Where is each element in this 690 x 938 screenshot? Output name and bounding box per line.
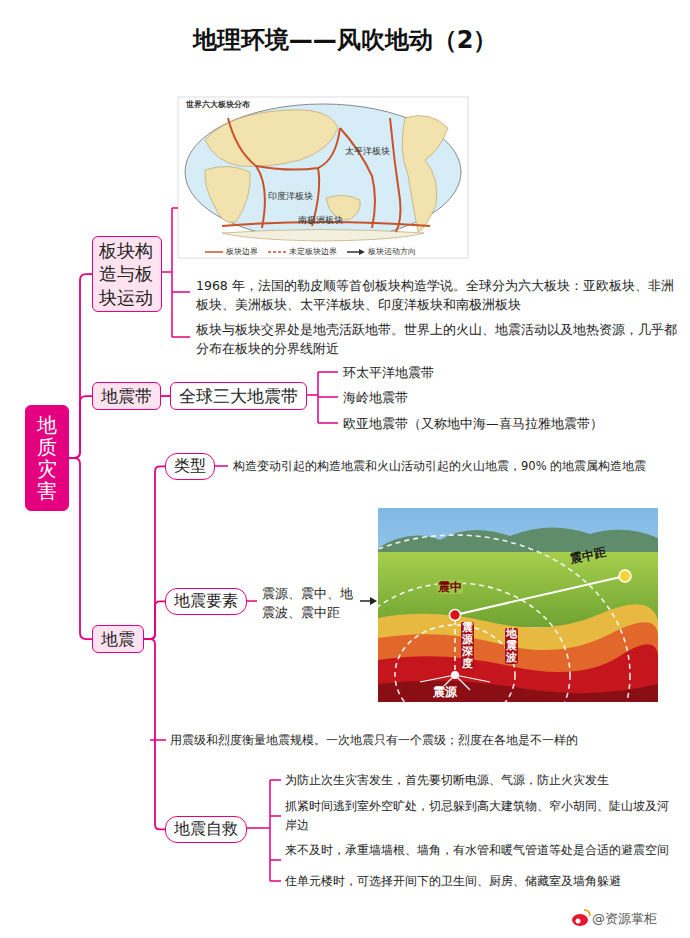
leaf-text: 欧亚地震带（又称地中海—喜马拉雅地震带） [343,414,603,433]
illustration-label: 震中距 [569,545,607,567]
connector [144,639,165,829]
map-label: 印度洋板块 [268,190,313,204]
connector [161,395,170,397]
map-label: 南极洲板块 [298,214,343,228]
connector [69,274,92,458]
note-text: 板块与板块交界处是地壳活跃地带。世界上的火山、地震活动以及地热资源，几乎都分布在… [196,320,681,359]
watermark: @资源掌柜 [592,911,657,927]
sub-box: 类型 [165,453,215,480]
leaf-text: 环太平洋地震带 [343,363,434,382]
legend: 板块边界 未定板块边界 板块运动方向 [205,246,416,257]
legend-item: 板块边界 [205,246,258,257]
node-text: 地震要素 [174,591,238,612]
earthquake-illustration [378,508,658,702]
note-text: 为防止次生灾害发生，首先要切断电源、气源，防止火灾发生 [285,771,680,790]
connector [144,601,165,639]
node-text: 类型 [174,456,206,477]
branch-box: 板块构造与板块运动 [92,236,162,312]
legend-item: 未定板块边界 [268,246,337,257]
legend-sample [268,249,286,255]
connector [144,466,165,639]
legend-sample [205,249,223,255]
legend-item: 板块运动方向 [347,246,416,257]
map-label: 太平洋板块 [345,145,390,159]
illustration-label: 震中 [437,580,463,594]
plate-map [178,97,468,258]
legend-sample [347,249,365,255]
map-title: 世界六大板块分布 [186,99,250,111]
legend-text: 未定板块边界 [289,246,337,257]
note-text: 抓紧时间逃到室外空旷处，切忌躲到高大建筑物、窄小胡同、陡山坡及河岸边 [285,797,680,834]
legend-text: 板块运动方向 [368,246,416,257]
branch-box: 地震 [92,625,144,653]
note-text: 构造变动引起的构造地震和火山活动引起的火山地震，90% 的地震属构造地震 [233,458,683,476]
sub-box: 地震要素 [165,588,247,615]
node-text: 板块构造与板块运动 [99,239,155,309]
connector [69,396,92,458]
pointer-arrow [360,597,377,605]
node-text: 地震带 [101,385,152,407]
legend-text: 板块边界 [226,246,258,257]
page-title: 地理环境——风吹地动（2） [0,24,690,56]
leaf-text: 海岭地震带 [343,388,408,407]
note-text: 来不及时，承重墙墙根、墙角，有水管和暖气管道等处是合适的避震空间 [285,841,680,860]
note-text: 用震级和烈度衡量地震规模。一次地震只有一个震级；烈度在各地是不一样的 [170,731,578,750]
note-text: 1968 年，法国的勒皮顺等首创板块构造学说。全球分为六大板块：亚欧板块、非洲板… [196,276,681,315]
node-text: 地质灾害 [37,414,57,502]
illustration-label: 震源深度 [461,622,474,670]
node-text: 地震自救 [174,819,238,840]
illustration-label: 地震波 [505,628,518,664]
illustration-label: 震源 [432,686,458,700]
note-text: 住单元楼时，可选择开间下的卫生间、厨房、储藏室及墙角躲避 [285,872,680,891]
sub-box: 全球三大地震带 [170,382,307,410]
node-text: 全球三大地震带 [179,385,298,407]
root-box: 地质灾害 [25,405,69,511]
watermark-logo [572,910,590,926]
sub-box: 地震自救 [165,816,247,843]
connector [69,458,92,639]
node-text: 地震 [101,628,135,650]
branch-box: 地震带 [92,382,161,410]
note-text: 震源、震中、地震波、震中距 [262,584,356,623]
